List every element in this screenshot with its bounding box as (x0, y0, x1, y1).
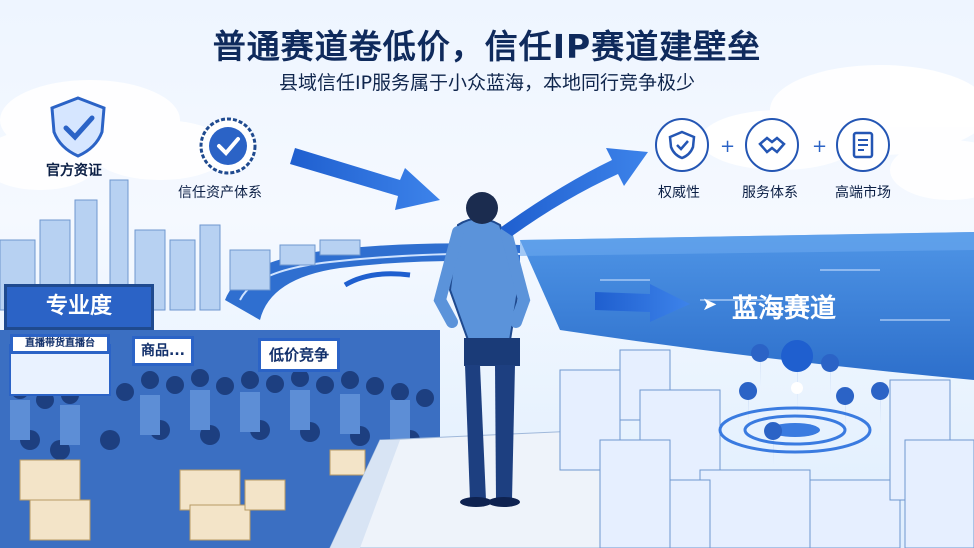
trust-badge (198, 116, 258, 176)
shield-check-icon (50, 96, 106, 158)
shield-icon (668, 130, 696, 160)
professional-sign: 专业度 (4, 284, 154, 330)
blue-ocean-arrow-icon: ➤ (702, 294, 718, 315)
shield-badge (48, 96, 108, 158)
low-price-sign: 低价竞争 (258, 338, 340, 372)
map-pins (718, 340, 890, 465)
page-subtitle: 县域信任IP服务属于小众蓝海，本地同行竞争极少 (278, 72, 696, 94)
certificate-check-icon (199, 117, 257, 175)
live-stream-sign: 直播带货直播台 (10, 334, 110, 354)
plus-sign-1: + (720, 136, 736, 157)
blue-ocean-label: 蓝海赛道 (732, 294, 837, 324)
sea (520, 232, 974, 380)
right-skyline (559, 349, 974, 548)
authority-label: 权威性 (658, 185, 700, 201)
official-cert-label: 官方资证 (46, 163, 102, 179)
arrows (290, 148, 690, 322)
service-label: 服务体系 (742, 185, 798, 201)
man-figure (433, 192, 531, 507)
page-title: 普通赛道卷低价，信任IP赛道建壁垒 (212, 27, 762, 66)
clouds (0, 65, 974, 200)
market-label: 高端市场 (835, 185, 891, 201)
authority-badge (655, 118, 709, 172)
document-icon (852, 131, 874, 159)
handshake-icon (758, 136, 786, 154)
trust-system-label: 信任资产体系 (178, 185, 262, 201)
market-badge (836, 118, 890, 172)
service-badge (745, 118, 799, 172)
plus-sign-2: + (812, 136, 828, 157)
goods-sign: 商品... (132, 336, 194, 366)
